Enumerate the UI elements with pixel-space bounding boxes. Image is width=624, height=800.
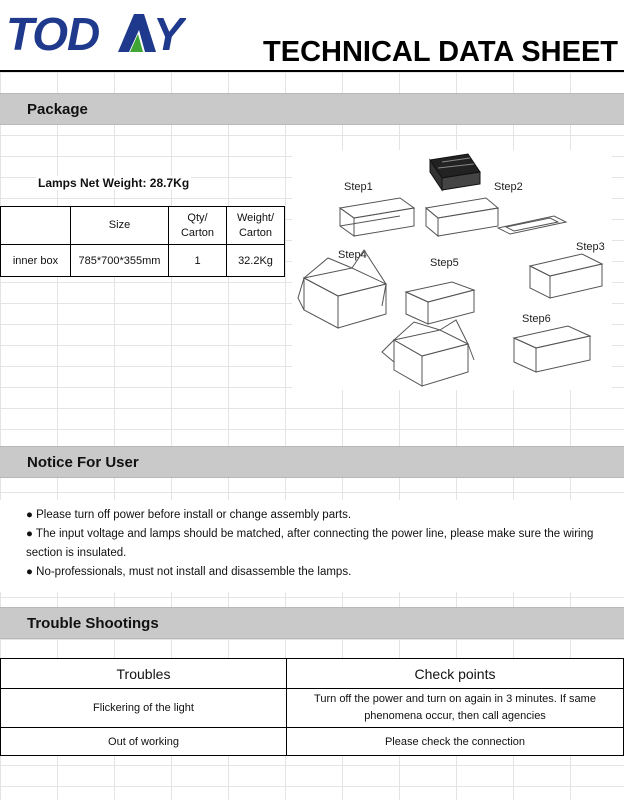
table-header-row: Size Qty/ Carton Weight/ Carton [0, 206, 285, 245]
notice-item: ● Please turn off power before install o… [26, 509, 352, 521]
cell-size: 785*700*355mm [70, 244, 169, 277]
lid-frame-icon [496, 215, 568, 235]
table-row: Flickering of the light Turn off the pow… [0, 688, 624, 728]
trouble-table: Troubles Check points Flickering of the … [0, 658, 624, 756]
page-header: TOD Y TECHNICAL DATA SHEET [0, 0, 624, 72]
check-cell: Turn off the power and turn on again in … [286, 688, 624, 728]
step4-label: Step4 [338, 249, 367, 261]
step4-carton-icon [297, 249, 388, 329]
net-weight-label: Lamps Net Weight: [38, 176, 147, 190]
svg-text:TOD: TOD [6, 8, 99, 58]
trouble-cell: Out of working [0, 727, 287, 756]
document-title: TECHNICAL DATA SHEET [263, 36, 618, 68]
step5-label: Step5 [430, 257, 459, 269]
bottom-carton-icon [381, 319, 475, 387]
trouble-cell: Flickering of the light [0, 688, 287, 728]
trouble-header-row: Troubles Check points [0, 658, 624, 689]
table-row: inner box 785*700*355mm 1 32.2Kg [0, 244, 285, 277]
net-weight-line: Lamps Net Weight: 28.7Kg [36, 176, 192, 190]
step5-box-icon [404, 281, 476, 325]
table-row: Out of working Please check the connecti… [0, 727, 624, 756]
step1-label: Step1 [344, 181, 373, 193]
step2-box-icon [424, 197, 500, 238]
step3-label: Step3 [576, 241, 605, 253]
step1-box-icon [338, 197, 416, 237]
section-trouble: Trouble Shootings [0, 607, 624, 639]
section-notice: Notice For User [0, 446, 624, 478]
header-size: Size [70, 206, 169, 245]
step6-box-icon [512, 325, 592, 373]
lamp-fixture-icon [429, 153, 481, 192]
notice-item: ● The input voltage and lamps should be … [26, 528, 594, 559]
step2-label: Step2 [494, 181, 523, 193]
header-qty: Qty/ Carton [168, 206, 227, 245]
cell-weight: 32.2Kg [226, 244, 285, 277]
section-package: Package [0, 93, 624, 125]
cell-qty: 1 [168, 244, 227, 277]
step3-box-icon [528, 253, 604, 299]
notice-list: ● Please turn off power before install o… [0, 500, 624, 592]
packing-steps-illustration: Step1 Step2 Step3 Step4 Step5 Step6 [292, 150, 612, 390]
header-troubles: Troubles [0, 658, 287, 689]
step6-label: Step6 [522, 313, 551, 325]
package-table: Size Qty/ Carton Weight/ Carton inner bo… [0, 206, 285, 277]
header-blank [0, 206, 71, 245]
header-weight: Weight/ Carton [226, 206, 285, 245]
notice-item: ● No-professionals, must not install and… [26, 566, 352, 578]
cell-type: inner box [0, 244, 71, 277]
header-check-points: Check points [286, 658, 624, 689]
net-weight-value: 28.7Kg [149, 176, 190, 190]
check-cell: Please check the connection [286, 727, 624, 756]
today-logo: TOD Y [6, 8, 188, 63]
header-rule [0, 70, 624, 72]
svg-text:Y: Y [153, 8, 186, 58]
